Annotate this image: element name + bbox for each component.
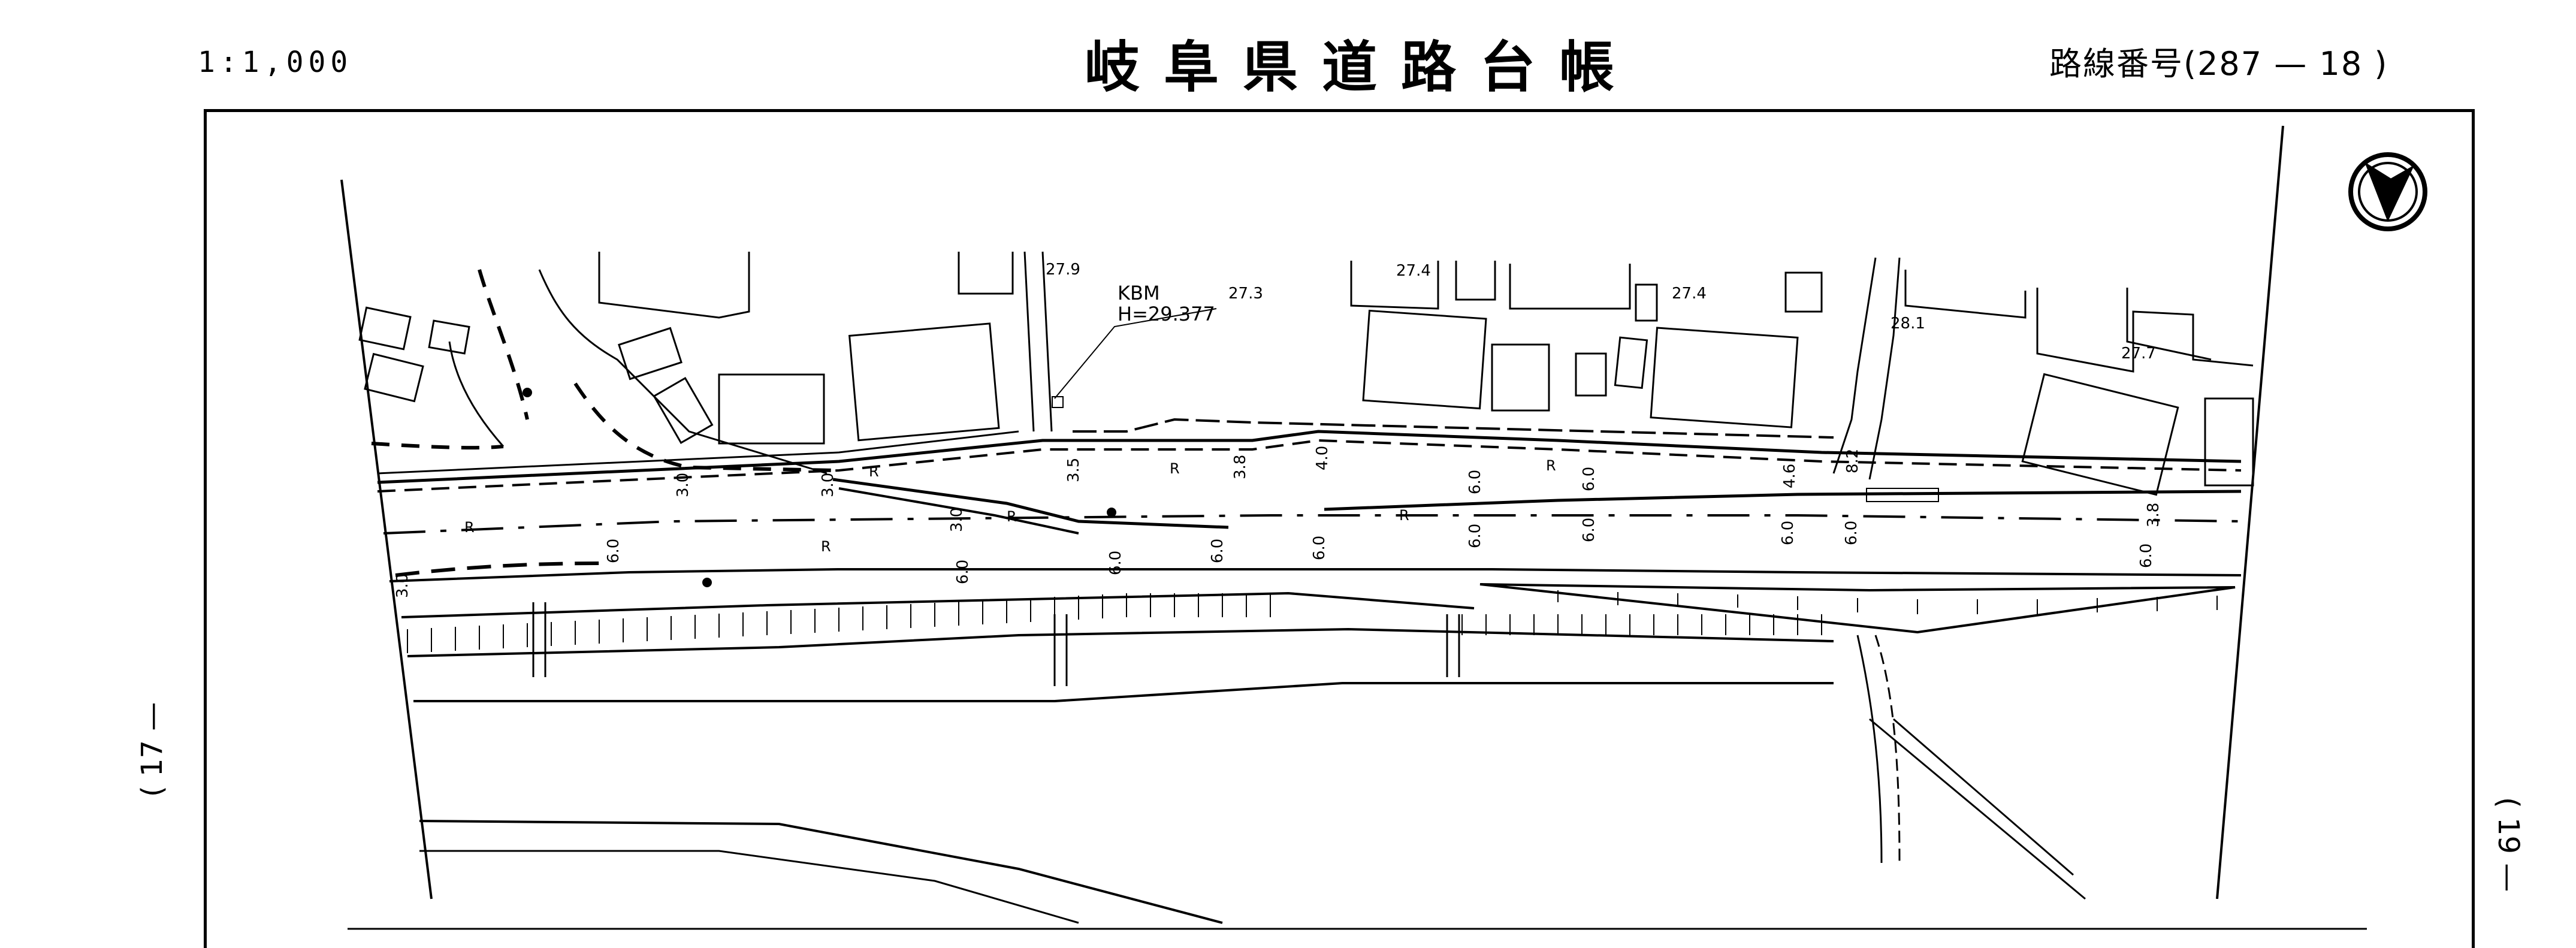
width-labels: 3.0 3.0 3.0 3.5 3.8 4.0 6.0 6.0 4.6 8.2 … <box>394 446 2163 598</box>
curb-mark: R <box>1546 457 1556 474</box>
width-label: 4.0 <box>1313 446 1331 470</box>
curb-mark: R <box>1170 460 1180 477</box>
elevation-labels: 27.9 27.3 27.4 27.4 28.1 27.7 KBM H=29.3… <box>1046 261 2156 363</box>
benchmark-name: KBM <box>1118 282 1160 304</box>
width-label: 6.0 <box>1580 467 1598 491</box>
route-label: 路線番号 <box>2049 45 2184 83</box>
benchmark-leader <box>1054 308 1217 399</box>
embankment-hatching <box>407 590 2218 686</box>
map-boundary-left <box>340 179 433 899</box>
elevation-label: 27.4 <box>1396 262 1431 280</box>
buildings <box>358 252 2254 496</box>
map-scale: 1:1,000 <box>198 46 353 79</box>
route-number: 路線番号(287 — 18 ) <box>2049 48 2388 80</box>
elevation-label: 27.4 <box>1672 285 1707 303</box>
road-lines <box>371 251 2242 924</box>
width-label: 3.5 <box>1065 458 1083 482</box>
width-label: 3.8 <box>2145 503 2163 527</box>
width-label: 6.0 <box>1466 470 1484 494</box>
width-label: 6.0 <box>605 539 623 563</box>
width-label: 3.0 <box>394 573 412 598</box>
map-frame <box>204 109 2475 948</box>
width-label: 6.0 <box>954 560 972 584</box>
curb-mark: R <box>869 463 879 480</box>
width-label: 6.0 <box>1310 536 1328 560</box>
width-label: 4.6 <box>1781 464 1799 488</box>
page-title: 岐阜県道路台帳 <box>1085 35 1639 99</box>
width-label: 6.0 <box>1209 539 1227 563</box>
curb-marks: R R R R R R R <box>464 457 1556 555</box>
width-label: 6.0 <box>1580 518 1598 542</box>
map-symbols <box>523 388 1939 587</box>
elevation-label: 28.1 <box>1891 315 1925 333</box>
north-arrow-icon <box>2348 152 2427 231</box>
width-label: 3.0 <box>674 473 692 497</box>
width-label: 6.0 <box>2137 544 2155 568</box>
curb-mark: R <box>1007 508 1017 525</box>
elevation-label: 27.7 <box>2121 345 2156 363</box>
width-label: 3.0 <box>819 473 837 497</box>
width-label: 6.0 <box>1466 524 1484 548</box>
curb-mark: R <box>821 538 831 555</box>
width-label: 6.0 <box>1107 551 1125 575</box>
map-boundary-right <box>2216 125 2284 899</box>
elevation-label: 27.9 <box>1046 261 1080 279</box>
elevation-label: 27.3 <box>1228 285 1263 303</box>
width-label: 8.2 <box>1844 449 1862 473</box>
curb-mark: R <box>464 519 475 536</box>
curb-mark: R <box>1399 507 1409 524</box>
benchmark-height: H=29.377 <box>1118 303 1215 325</box>
width-label: 3.8 <box>1231 455 1249 479</box>
width-label: 6.0 <box>1779 521 1797 545</box>
width-label: 6.0 <box>1843 521 1861 545</box>
route-value: (287 — 18 ) <box>2184 45 2388 83</box>
width-label: 3.0 <box>948 508 966 532</box>
